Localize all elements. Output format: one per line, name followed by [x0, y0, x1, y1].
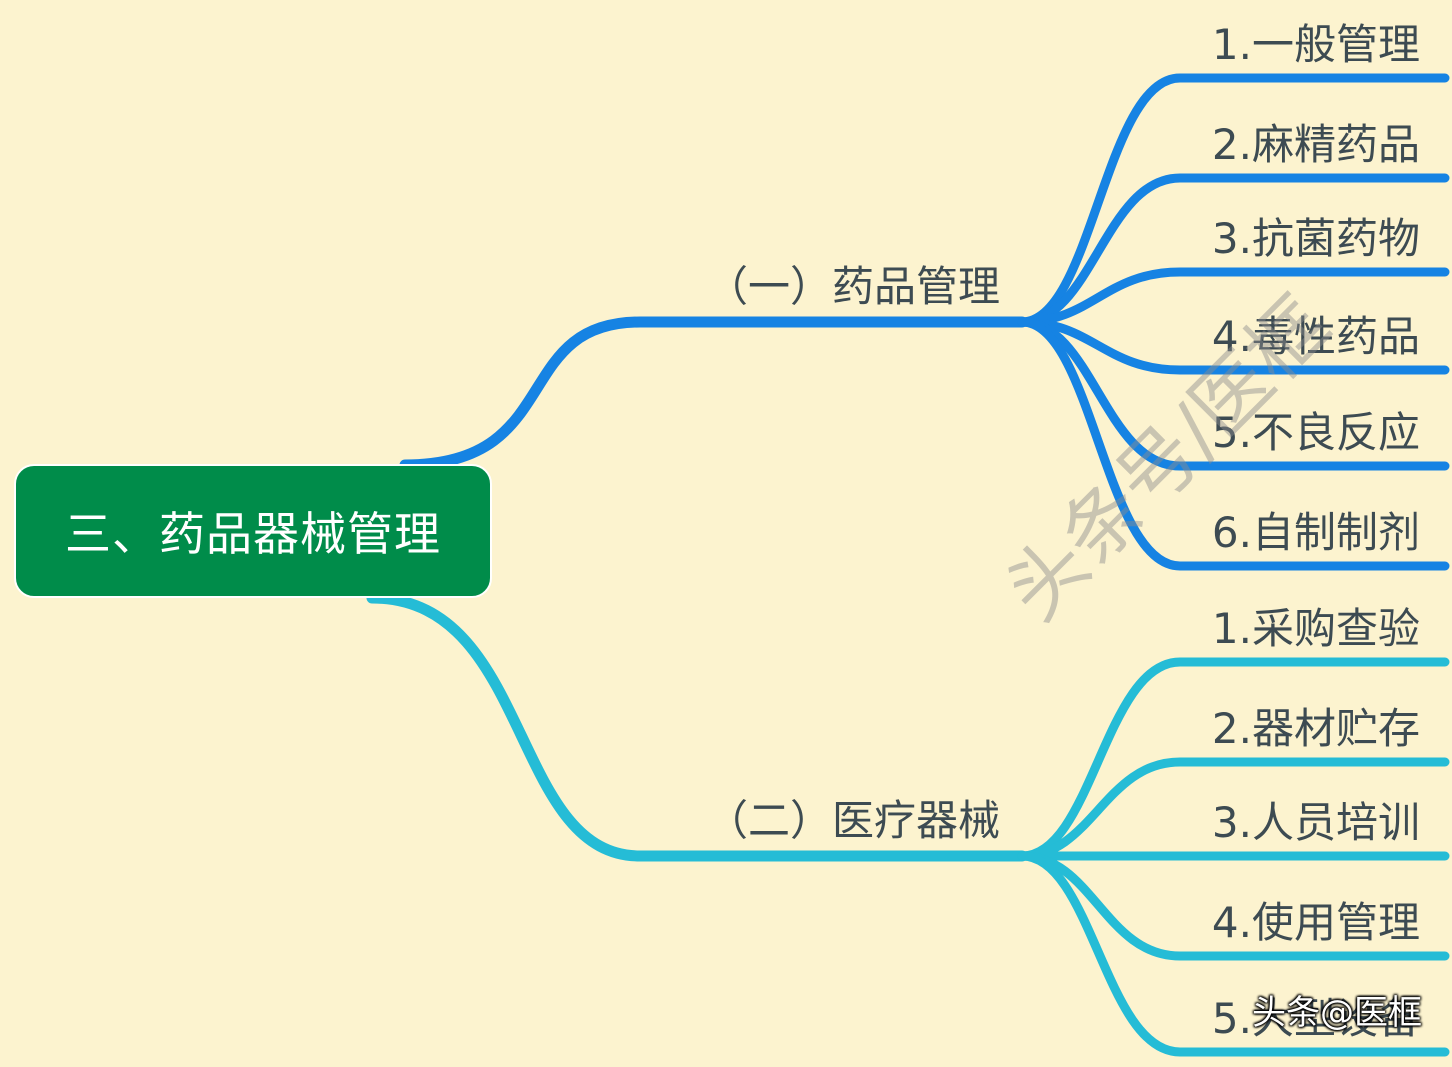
leaf-label[interactable]: 5.大型设备 — [1211, 994, 1420, 1043]
branch-connector — [366, 592, 1028, 862]
leaf-label[interactable]: 2.麻精药品 — [1211, 120, 1420, 169]
leaf-connector — [1017, 73, 1450, 327]
leaf-label[interactable]: 3.抗菌药物 — [1211, 214, 1420, 263]
leaf-connector — [1017, 757, 1450, 861]
root-node[interactable]: 三、药品器械管理 — [14, 464, 492, 598]
leaf-label[interactable]: 1.采购查验 — [1211, 604, 1420, 653]
branch-connector — [399, 316, 1028, 471]
leaf-label[interactable]: 5.不良反应 — [1211, 408, 1420, 457]
branch-label[interactable]: （一）药品管理 — [705, 262, 1000, 311]
leaf-label[interactable]: 6.自制制剂 — [1211, 508, 1420, 557]
leaf-connector — [1017, 317, 1450, 571]
corner-watermark: 头条@医框 — [1252, 993, 1422, 1033]
leaf-label[interactable]: 3.人员培训 — [1211, 798, 1420, 847]
leaf-connector — [1017, 267, 1450, 327]
leaf-label[interactable]: 4.毒性药品 — [1211, 312, 1420, 361]
leaf-label[interactable]: 2.器材贮存 — [1211, 704, 1420, 753]
leaf-connector — [1017, 173, 1450, 327]
leaf-connector — [1017, 657, 1450, 861]
root-label: 三、药品器械管理 — [65, 507, 441, 561]
leaf-connector — [1017, 851, 1450, 1057]
branch-label[interactable]: （二）医疗器械 — [705, 796, 1000, 845]
leaf-label[interactable]: 1.一般管理 — [1211, 20, 1420, 69]
leaf-label[interactable]: 4.使用管理 — [1211, 898, 1420, 947]
